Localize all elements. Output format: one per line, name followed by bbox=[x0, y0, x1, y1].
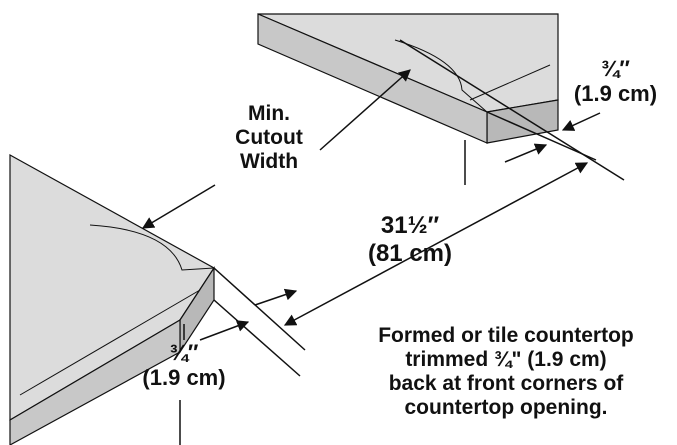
left-trim-curve bbox=[89, 224, 215, 271]
trim-note: Formed or tile countertop trimmed ¾" (1.… bbox=[338, 324, 674, 421]
left-offset-inches: ¾″ bbox=[169, 340, 199, 365]
left-offset-label: ¾″ (1.9 cm) bbox=[124, 340, 244, 391]
min-cutout-line-2: Cutout bbox=[235, 126, 303, 150]
trim-note-line-3: back at front corners of bbox=[388, 372, 624, 396]
left-offset-cm: (1.9 cm) bbox=[142, 365, 226, 391]
min-cutout-line-3: Width bbox=[239, 150, 299, 174]
trim-note-line-1: Formed or tile countertop bbox=[378, 324, 634, 347]
right-countertop bbox=[257, 13, 559, 185]
top-offset-inches: ¾″ bbox=[601, 56, 630, 81]
min-cutout-line-1: Min. bbox=[248, 102, 290, 125]
top-offset-cm: (1.9 cm) bbox=[573, 81, 658, 107]
right-trim-curve bbox=[394, 39, 488, 113]
left-countertop-front bbox=[9, 318, 181, 445]
trim-note-line-2: trimmed ¾" (1.9 cm) bbox=[405, 348, 607, 372]
left-countertop bbox=[9, 153, 215, 445]
trim-note-line-4: countertop opening. bbox=[404, 396, 608, 420]
width-dimension-cm: (81 cm) bbox=[367, 239, 453, 267]
dimension-lines bbox=[141, 39, 625, 377]
width-dimension-label: 31½″ (81 cm) bbox=[340, 212, 480, 267]
width-dimension-inches: 31½″ bbox=[380, 212, 440, 239]
min-cutout-width-label: Min. Cutout Width bbox=[214, 102, 324, 174]
top-offset-label: ¾″ (1.9 cm) bbox=[558, 56, 673, 107]
